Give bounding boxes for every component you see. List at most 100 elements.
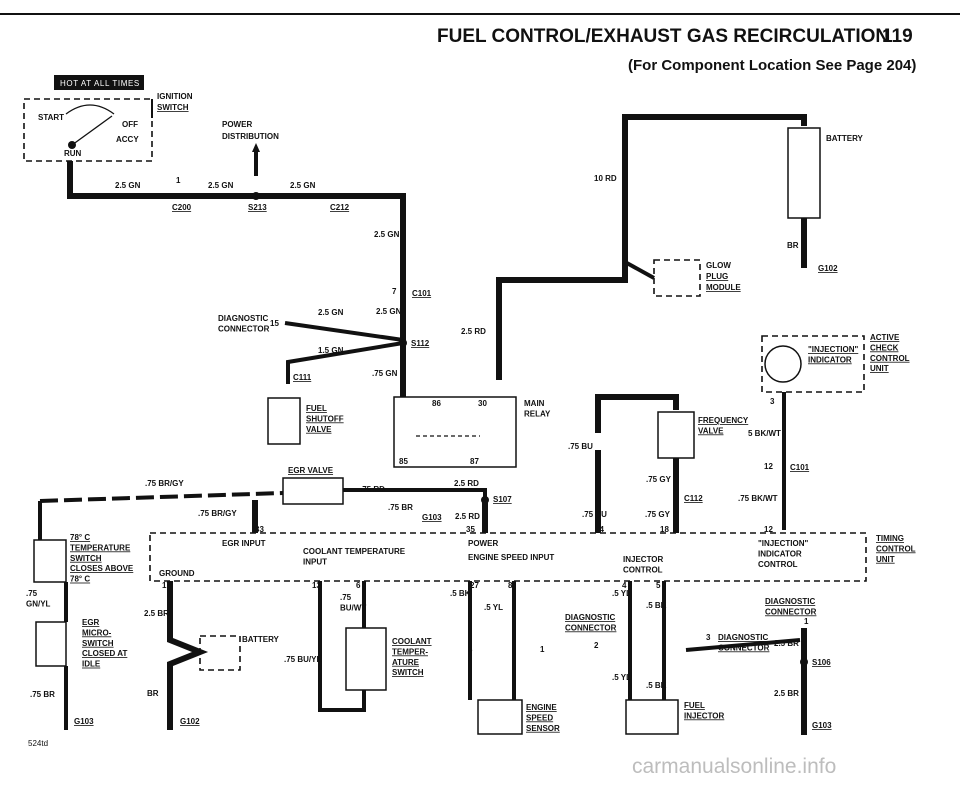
pin-4: 4: [622, 581, 627, 590]
pin-12-bottom: 12: [764, 525, 773, 534]
wire-75brgy-a: .75 BR/GY: [145, 479, 184, 488]
ignition-lever: [71, 115, 113, 146]
wire-25rd-c: 2.5 RD: [455, 512, 480, 521]
conn-c212: C212: [330, 203, 350, 212]
fuel-shutoff-wire: [286, 341, 404, 384]
wire-75br-b: .75 BR: [30, 690, 55, 699]
ground-g103-right: G103: [812, 721, 832, 730]
conn-s107: S107: [493, 495, 512, 504]
injector-wires: [628, 581, 666, 700]
conn-c101: C101: [412, 289, 432, 298]
ignition-pivot: [68, 141, 76, 149]
wire-br-ground: BR: [147, 689, 159, 698]
page-number: 119: [882, 26, 913, 47]
pin-5: 5: [656, 581, 661, 590]
pin-86: 86: [432, 399, 441, 408]
power-dist-2: DISTRIBUTION: [222, 132, 279, 141]
pin-1: 1: [176, 176, 181, 185]
pin-2: 2: [594, 641, 599, 650]
main-power-wire: [67, 161, 406, 458]
ground-label: GROUND: [159, 569, 195, 578]
wire-75bkwt: .75 BK/WT: [738, 494, 778, 503]
splice-s106: [800, 658, 808, 666]
conn-s213: S213: [248, 203, 267, 212]
wire-75bu: .75 BU: [568, 442, 593, 451]
egr-brgy-wire: [39, 491, 284, 503]
wire-75bu-b: .75 BU: [582, 510, 607, 519]
speed-input-label: ENGINE SPEED INPUT: [468, 553, 554, 562]
wire-5bk-c: .5 BK: [646, 681, 667, 690]
pin-7: 7: [392, 287, 397, 296]
hot-badge-bg: [54, 75, 144, 90]
glow-plug-box: [653, 259, 701, 297]
conn-c111: C111: [293, 373, 312, 382]
fuel-injector-symbol: [625, 699, 679, 735]
egr-valve-symbol: [282, 477, 344, 505]
ignition-label-1: IGNITION: [157, 92, 193, 101]
ground-g103-mid: G103: [422, 513, 442, 522]
main-relay-box: [393, 396, 517, 468]
hot-badge-label: HOT AT ALL TIMES: [60, 79, 140, 88]
wire-25rd: 2.5 RD: [461, 327, 486, 336]
ignition-run: RUN: [64, 149, 82, 158]
conn-c200: C200: [172, 203, 192, 212]
pin-85: 85: [399, 457, 408, 466]
ignition-start: START: [38, 113, 64, 122]
wire-75gy-a: .75 GY: [646, 475, 672, 484]
wire-75gy-b: .75 GY: [645, 510, 671, 519]
pin-1-speed: 1: [540, 645, 545, 654]
ignition-accy: ACCY: [116, 135, 139, 144]
battery-label: BATTERY: [826, 134, 864, 143]
wire-15gn: 1.5 GN: [318, 346, 344, 355]
wire-25br-c: 2.5 BR: [774, 689, 799, 698]
wire-5yl-a: .5 YL: [484, 603, 503, 612]
wire-5yl-b: .5 YL: [612, 589, 631, 598]
wire-5bk-b: .5 BK: [646, 601, 667, 610]
wire-5yl-c: .5 YL: [612, 673, 631, 682]
wire-75rd: .75 RD: [360, 485, 385, 494]
page-title: FUEL CONTROL/EXHAUST GAS RECIRCULATION: [437, 26, 889, 47]
pin-3-speed: 3: [468, 645, 473, 654]
wire-25gn-f: 2.5 GN: [376, 307, 402, 316]
wire-25br-b: 2.5 BR: [774, 639, 799, 648]
ground-g102-top: G102: [818, 264, 838, 273]
wire-75gn: .75 GN: [372, 369, 398, 378]
glow-wire: [624, 260, 655, 280]
egr-valve-label: EGR VALVE: [288, 466, 334, 475]
injection-lamp: [764, 345, 802, 383]
injection-label: "INJECTION"INDICATOR: [808, 345, 858, 364]
glow-3: MODULE: [706, 283, 741, 292]
diag-wire: [284, 321, 404, 342]
wire-25gn-e: 2.5 GN: [318, 308, 344, 317]
ground-g102-bottom: G102: [180, 717, 200, 726]
temp-switch-symbol: [33, 539, 67, 583]
pin-8: 8: [508, 581, 513, 590]
wire-10rd: 10 RD: [594, 174, 617, 183]
freq-valve-supply: [595, 394, 679, 433]
watermark: carmanualsonline.info: [632, 755, 836, 778]
wire-75brgy-b: .75 BR/GY: [198, 509, 237, 518]
wire-25gn-c: 2.5 GN: [290, 181, 316, 190]
timing-control-box: [149, 532, 867, 582]
glow-2: PLUG: [706, 272, 728, 281]
fuel-shutoff-symbol: [267, 397, 301, 445]
speed-sensor-symbol: [477, 699, 523, 735]
power-dist-arrow: [252, 143, 260, 152]
pin-35: 35: [466, 525, 475, 534]
pin-3-top: 3: [770, 397, 775, 406]
pin-6: 6: [356, 581, 361, 590]
pin-17: 17: [162, 581, 171, 590]
battery-label-lower: BATTERY: [242, 635, 280, 644]
conn-s112: S112: [411, 339, 430, 348]
